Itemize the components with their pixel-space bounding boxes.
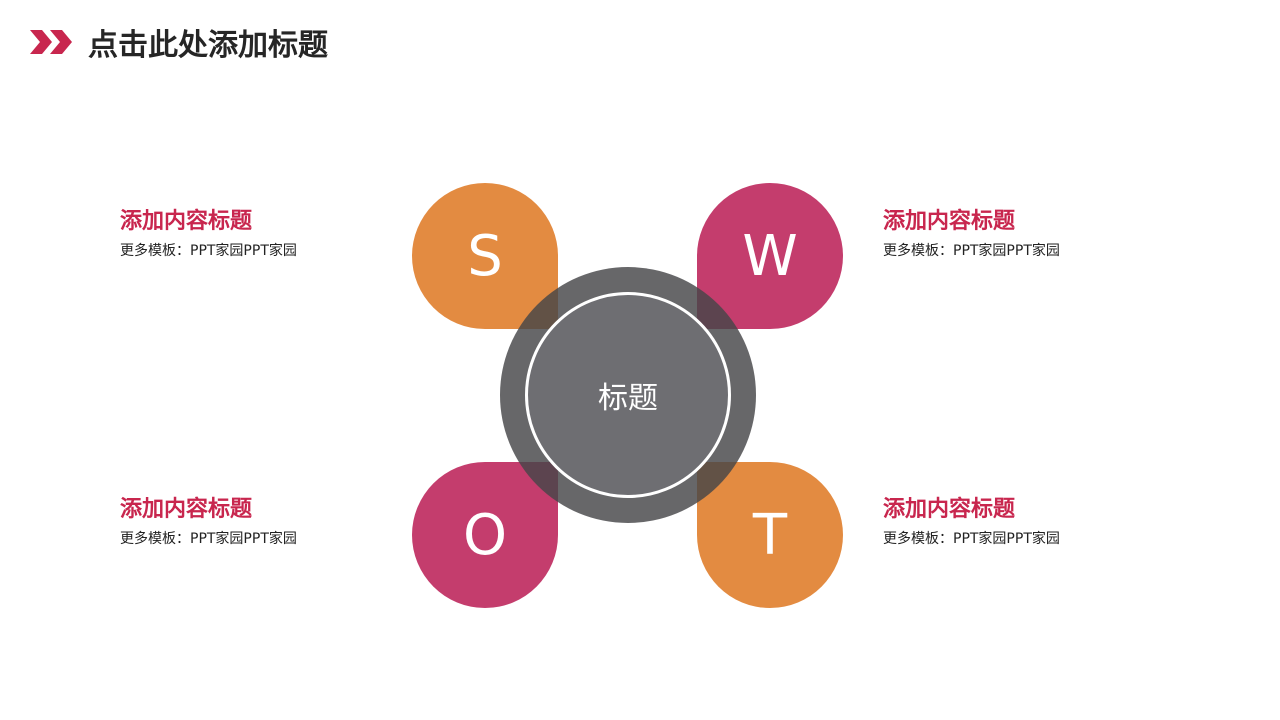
- petal-letter: T: [752, 502, 788, 568]
- swot-petal-t[interactable]: T: [697, 462, 843, 608]
- swot-petal-w[interactable]: W: [697, 183, 843, 329]
- item-title[interactable]: 添加内容标题: [120, 209, 253, 234]
- center-circle[interactable]: 标题: [525, 292, 731, 498]
- item-title[interactable]: 添加内容标题: [883, 209, 1016, 234]
- item-title[interactable]: 添加内容标题: [883, 497, 1016, 522]
- page-title[interactable]: 点击此处添加标题: [88, 28, 328, 63]
- item-desc[interactable]: 更多模板：PPT家园PPT家园: [120, 243, 297, 259]
- slide-header: 点击此处添加标题: [28, 20, 328, 64]
- petal-letter: W: [742, 223, 798, 289]
- text-item-w: 添加内容标题 更多模板：PPT家园PPT家园: [883, 207, 1143, 261]
- petal-letter: O: [462, 502, 508, 568]
- double-chevron-right-icon: [28, 28, 76, 56]
- item-desc[interactable]: 更多模板：PPT家园PPT家园: [883, 531, 1060, 547]
- center-label: 标题: [598, 381, 658, 416]
- swot-petal-o[interactable]: O: [412, 462, 558, 608]
- item-title[interactable]: 添加内容标题: [120, 497, 253, 522]
- swot-petal-s[interactable]: S: [412, 183, 558, 329]
- item-desc[interactable]: 更多模板：PPT家园PPT家园: [120, 531, 297, 547]
- text-item-s: 添加内容标题 更多模板：PPT家园PPT家园: [120, 207, 380, 261]
- item-desc[interactable]: 更多模板：PPT家园PPT家园: [883, 243, 1060, 259]
- petal-letter: S: [467, 223, 503, 289]
- text-item-t: 添加内容标题 更多模板：PPT家园PPT家园: [883, 495, 1143, 549]
- text-item-o: 添加内容标题 更多模板：PPT家园PPT家园: [120, 495, 380, 549]
